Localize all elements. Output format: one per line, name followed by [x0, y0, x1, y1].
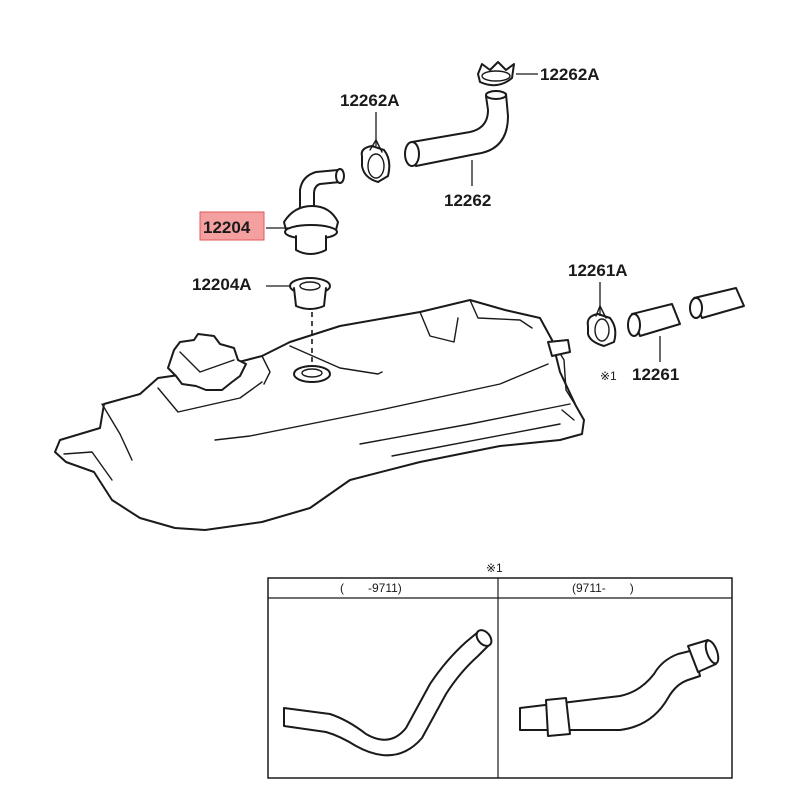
inset-right-range: (9711- )	[572, 581, 634, 595]
hose-clamp-right	[586, 305, 617, 347]
label-hose-right-marker: ※1	[600, 369, 617, 383]
pcv-valve	[283, 168, 345, 255]
highlight-box	[199, 211, 265, 241]
label-grommet: 12204A	[192, 275, 252, 294]
label-hose-right: 12261	[632, 365, 679, 384]
label-clamp-right: 12261A	[568, 261, 628, 280]
hose-clamp-top	[477, 61, 515, 87]
label-clamp-left: 12262A	[340, 91, 400, 110]
leader-lines	[266, 73, 661, 362]
inset-left-range: ( -9711)	[340, 581, 402, 595]
label-pcv-valve: 12204	[203, 218, 251, 237]
hose-main	[404, 90, 509, 167]
inset-panel: ※1 ( -9711) (9711- )	[267, 561, 733, 779]
inset-hose-early	[283, 629, 493, 757]
hose-clamp-left	[360, 139, 391, 183]
inset-title: ※1	[486, 561, 503, 575]
hose-right	[627, 287, 745, 337]
label-clamp-top: 12262A	[540, 65, 600, 84]
inset-hose-late	[519, 639, 720, 737]
label-hose-main: 12262	[444, 191, 491, 210]
cylinder-head-cover	[54, 299, 585, 531]
grommet	[289, 277, 331, 310]
